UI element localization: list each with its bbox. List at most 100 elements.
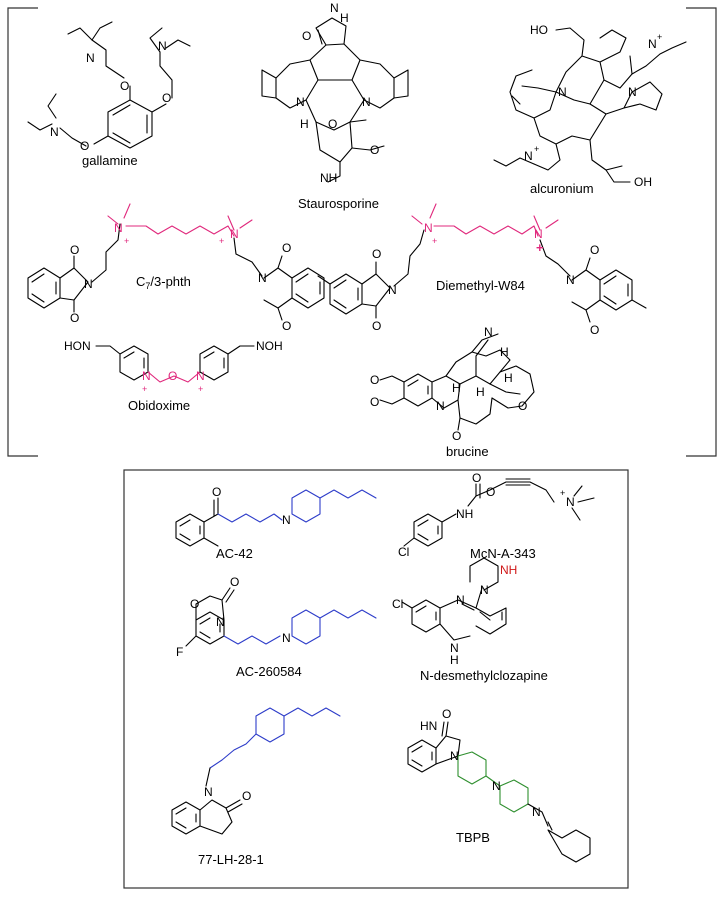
ac-260584-structure: O O N F N AC-260584: [176, 575, 377, 679]
atom-n-plus: N: [534, 227, 543, 241]
atom-o: O: [302, 29, 311, 43]
atom-o: O: [70, 311, 79, 325]
atom-o: O: [590, 243, 599, 257]
atom-o: O: [370, 143, 379, 157]
atom-o: O: [190, 597, 199, 611]
mcn-a-343-structure: Cl NH O O N + McN-A-343: [398, 471, 595, 561]
atom-n: N: [532, 805, 541, 819]
atom-nh: NH: [456, 507, 473, 521]
atom-o: O: [442, 707, 451, 721]
atom-n-plus: N: [142, 369, 151, 383]
label-brucine: brucine: [446, 444, 489, 459]
charge-plus: +: [124, 236, 129, 246]
atom-o: O: [486, 485, 495, 499]
77-lh-28-1-structure: N O 77-LH-28-1: [171, 707, 341, 867]
atom-n: N: [388, 283, 397, 297]
atom-n-plus: N: [524, 149, 533, 163]
atom-o: O: [472, 471, 481, 485]
c7-phth-structure: O O N N + N + N O O C7/3-phth: [27, 203, 325, 333]
atom-n: N: [204, 785, 213, 799]
charge-plus: +: [560, 488, 565, 498]
atom-n: N: [216, 615, 225, 629]
ac-42-structure: O N AC-42: [175, 485, 377, 561]
atom-nh: H: [450, 653, 459, 667]
label-tbpb: TBPB: [456, 830, 490, 845]
lower-box: [123, 469, 629, 889]
atom-o: O: [212, 485, 221, 499]
atom-o: O: [372, 319, 381, 333]
atom-o: O: [328, 117, 337, 131]
alcuronium-structure: HO OH N N N + N + alcuronium: [493, 23, 687, 196]
atom-n: N: [436, 399, 445, 413]
atom-o: O: [70, 243, 79, 257]
label-n-desmethylclozapine: N-desmethylclozapine: [420, 668, 548, 683]
atom-o: O: [242, 789, 251, 803]
atom-n: N: [450, 749, 459, 763]
label-c7-phth: C7/3-phth: [136, 274, 191, 291]
atom-n: N: [50, 125, 59, 139]
charge-plus: +: [657, 32, 662, 42]
atom-cl: Cl: [392, 597, 403, 611]
atom-noh: NOH: [256, 339, 283, 353]
atom-n-plus: N: [424, 221, 433, 235]
atom-nh: N: [330, 1, 339, 15]
staurosporine-structure: O H N N N O O H NH Staurosporine: [261, 1, 409, 211]
label-ac-260584: AC-260584: [236, 664, 302, 679]
atom-nh: N: [450, 641, 459, 655]
atom-n: N: [362, 95, 371, 109]
atom-o: O: [282, 241, 291, 255]
atom-n: N: [492, 779, 501, 793]
atom-n: N: [484, 325, 493, 339]
atom-o: O: [230, 575, 239, 589]
atom-h: H: [452, 381, 461, 395]
atom-n-plus: N: [230, 227, 239, 241]
atom-n: N: [558, 85, 567, 99]
atom-n: N: [282, 513, 291, 527]
atom-h: H: [300, 117, 309, 131]
label-77-lh-28-1: 77-LH-28-1: [198, 852, 264, 867]
atom-h: H: [500, 345, 509, 359]
atom-o: O: [370, 373, 379, 387]
atom-n: N: [258, 271, 267, 285]
atom-n: N: [84, 277, 93, 291]
label-diemethyl-w84: Diemethyl-W84: [436, 278, 525, 293]
atom-o: O: [370, 395, 379, 409]
label-mcn-a-343: McN-A-343: [470, 546, 536, 561]
atom-o: O: [162, 91, 171, 105]
atom-hn: HN: [420, 719, 437, 733]
atom-o: O: [452, 429, 461, 443]
charge-plus: +: [219, 236, 224, 246]
atom-o: O: [120, 79, 129, 93]
atom-o: O: [80, 139, 89, 153]
atom-n: N: [86, 51, 95, 65]
charge-plus: +: [432, 236, 437, 246]
atom-nh-red: NH: [500, 563, 517, 577]
charge-plus: +: [536, 240, 544, 255]
atom-n: N: [628, 85, 637, 99]
atom-o: O: [282, 319, 291, 333]
atom-o: O: [372, 247, 381, 261]
diemethyl-w84-structure: O O N N + N + N O O Diemethyl-W84: [317, 203, 647, 337]
atom-nh: NH: [320, 171, 337, 185]
atom-nh: H: [340, 11, 349, 25]
atom-cl: Cl: [398, 545, 409, 559]
atom-n: N: [456, 593, 465, 607]
atom-n-plus: N: [648, 37, 657, 51]
atom-n-plus: N: [566, 495, 575, 509]
atom-f: F: [176, 645, 183, 659]
label-obidoxime: Obidoxime: [128, 398, 190, 413]
atom-n: N: [282, 631, 291, 645]
tbpb-structure: HN O N N N TBPB: [407, 707, 591, 863]
n-desmethylclozapine-structure: Cl N N H N NH N-desmethylclozapine: [392, 557, 548, 683]
obidoxime-structure: HON NOH N + O N + Obidoxime: [64, 339, 283, 413]
charge-plus: +: [198, 384, 203, 394]
charge-plus: +: [142, 384, 147, 394]
atom-n: N: [480, 583, 489, 597]
atom-hon: HON: [64, 339, 91, 353]
atom-n-plus: N: [114, 221, 123, 235]
label-staurosporine: Staurosporine: [298, 196, 379, 211]
atom-n: N: [296, 95, 305, 109]
upper-bracket: [7, 7, 717, 457]
label-gallamine: gallamine: [82, 153, 138, 168]
